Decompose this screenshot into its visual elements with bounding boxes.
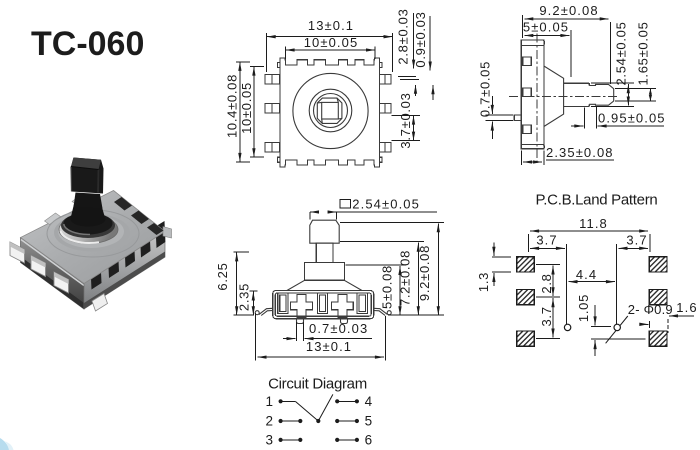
svg-text:2: 2: [265, 414, 273, 429]
svg-text:Circuit Diagram: Circuit Diagram: [268, 376, 367, 393]
svg-text:0.7±0.03: 0.7±0.03: [309, 321, 368, 336]
svg-text:6: 6: [365, 433, 373, 448]
svg-text:2.35: 2.35: [237, 283, 252, 311]
svg-text:3.7: 3.7: [536, 233, 557, 248]
svg-text:1.3: 1.3: [476, 272, 491, 292]
svg-text:4: 4: [365, 394, 373, 409]
svg-text:10±0.05: 10±0.05: [304, 35, 359, 50]
svg-text:0.9±0.03: 0.9±0.03: [413, 11, 428, 67]
svg-text:1.6: 1.6: [676, 300, 697, 315]
svg-text:3.7: 3.7: [626, 233, 647, 248]
svg-text:1.65±0.05: 1.65±0.05: [636, 21, 651, 85]
svg-text:5±0.05: 5±0.05: [523, 20, 569, 35]
svg-text:2.35±0.08: 2.35±0.08: [546, 145, 614, 160]
svg-text:3.7: 3.7: [539, 306, 554, 326]
svg-text:6.25: 6.25: [215, 262, 230, 290]
svg-text:1: 1: [265, 394, 273, 409]
svg-text:10±0.05: 10±0.05: [239, 82, 254, 134]
svg-text:0.95±0.05: 0.95±0.05: [598, 111, 666, 126]
svg-text:1.05: 1.05: [576, 294, 591, 322]
svg-text:9.2±0.08: 9.2±0.08: [417, 245, 432, 301]
svg-text:13±0.1: 13±0.1: [306, 339, 352, 354]
svg-text:9.2±0.08: 9.2±0.08: [539, 3, 598, 18]
svg-text:2.8±0.03: 2.8±0.03: [396, 8, 411, 64]
svg-text:5: 5: [365, 414, 373, 429]
svg-text:2.54±0.05: 2.54±0.05: [614, 21, 629, 85]
svg-text:11.8: 11.8: [579, 216, 608, 231]
svg-text:3: 3: [265, 433, 273, 448]
svg-text:2.54±0.05: 2.54±0.05: [352, 196, 420, 211]
svg-text:4.4: 4.4: [576, 267, 597, 282]
svg-text:10.4±0.08: 10.4±0.08: [225, 74, 240, 138]
svg-text:2- Φ0.9: 2- Φ0.9: [628, 302, 673, 317]
svg-text:0.7±0.05: 0.7±0.05: [478, 61, 493, 117]
svg-text:13±0.1: 13±0.1: [308, 18, 354, 33]
svg-text:3.7±0.03: 3.7±0.03: [398, 92, 413, 148]
svg-text:7.2±0.08: 7.2±0.08: [398, 250, 413, 306]
svg-text:TC-060: TC-060: [31, 25, 144, 63]
svg-text:2.8: 2.8: [539, 273, 554, 293]
svg-text:5±0.08: 5±0.08: [380, 265, 395, 309]
svg-text:P.C.B.Land Pattern: P.C.B.Land Pattern: [536, 192, 658, 209]
